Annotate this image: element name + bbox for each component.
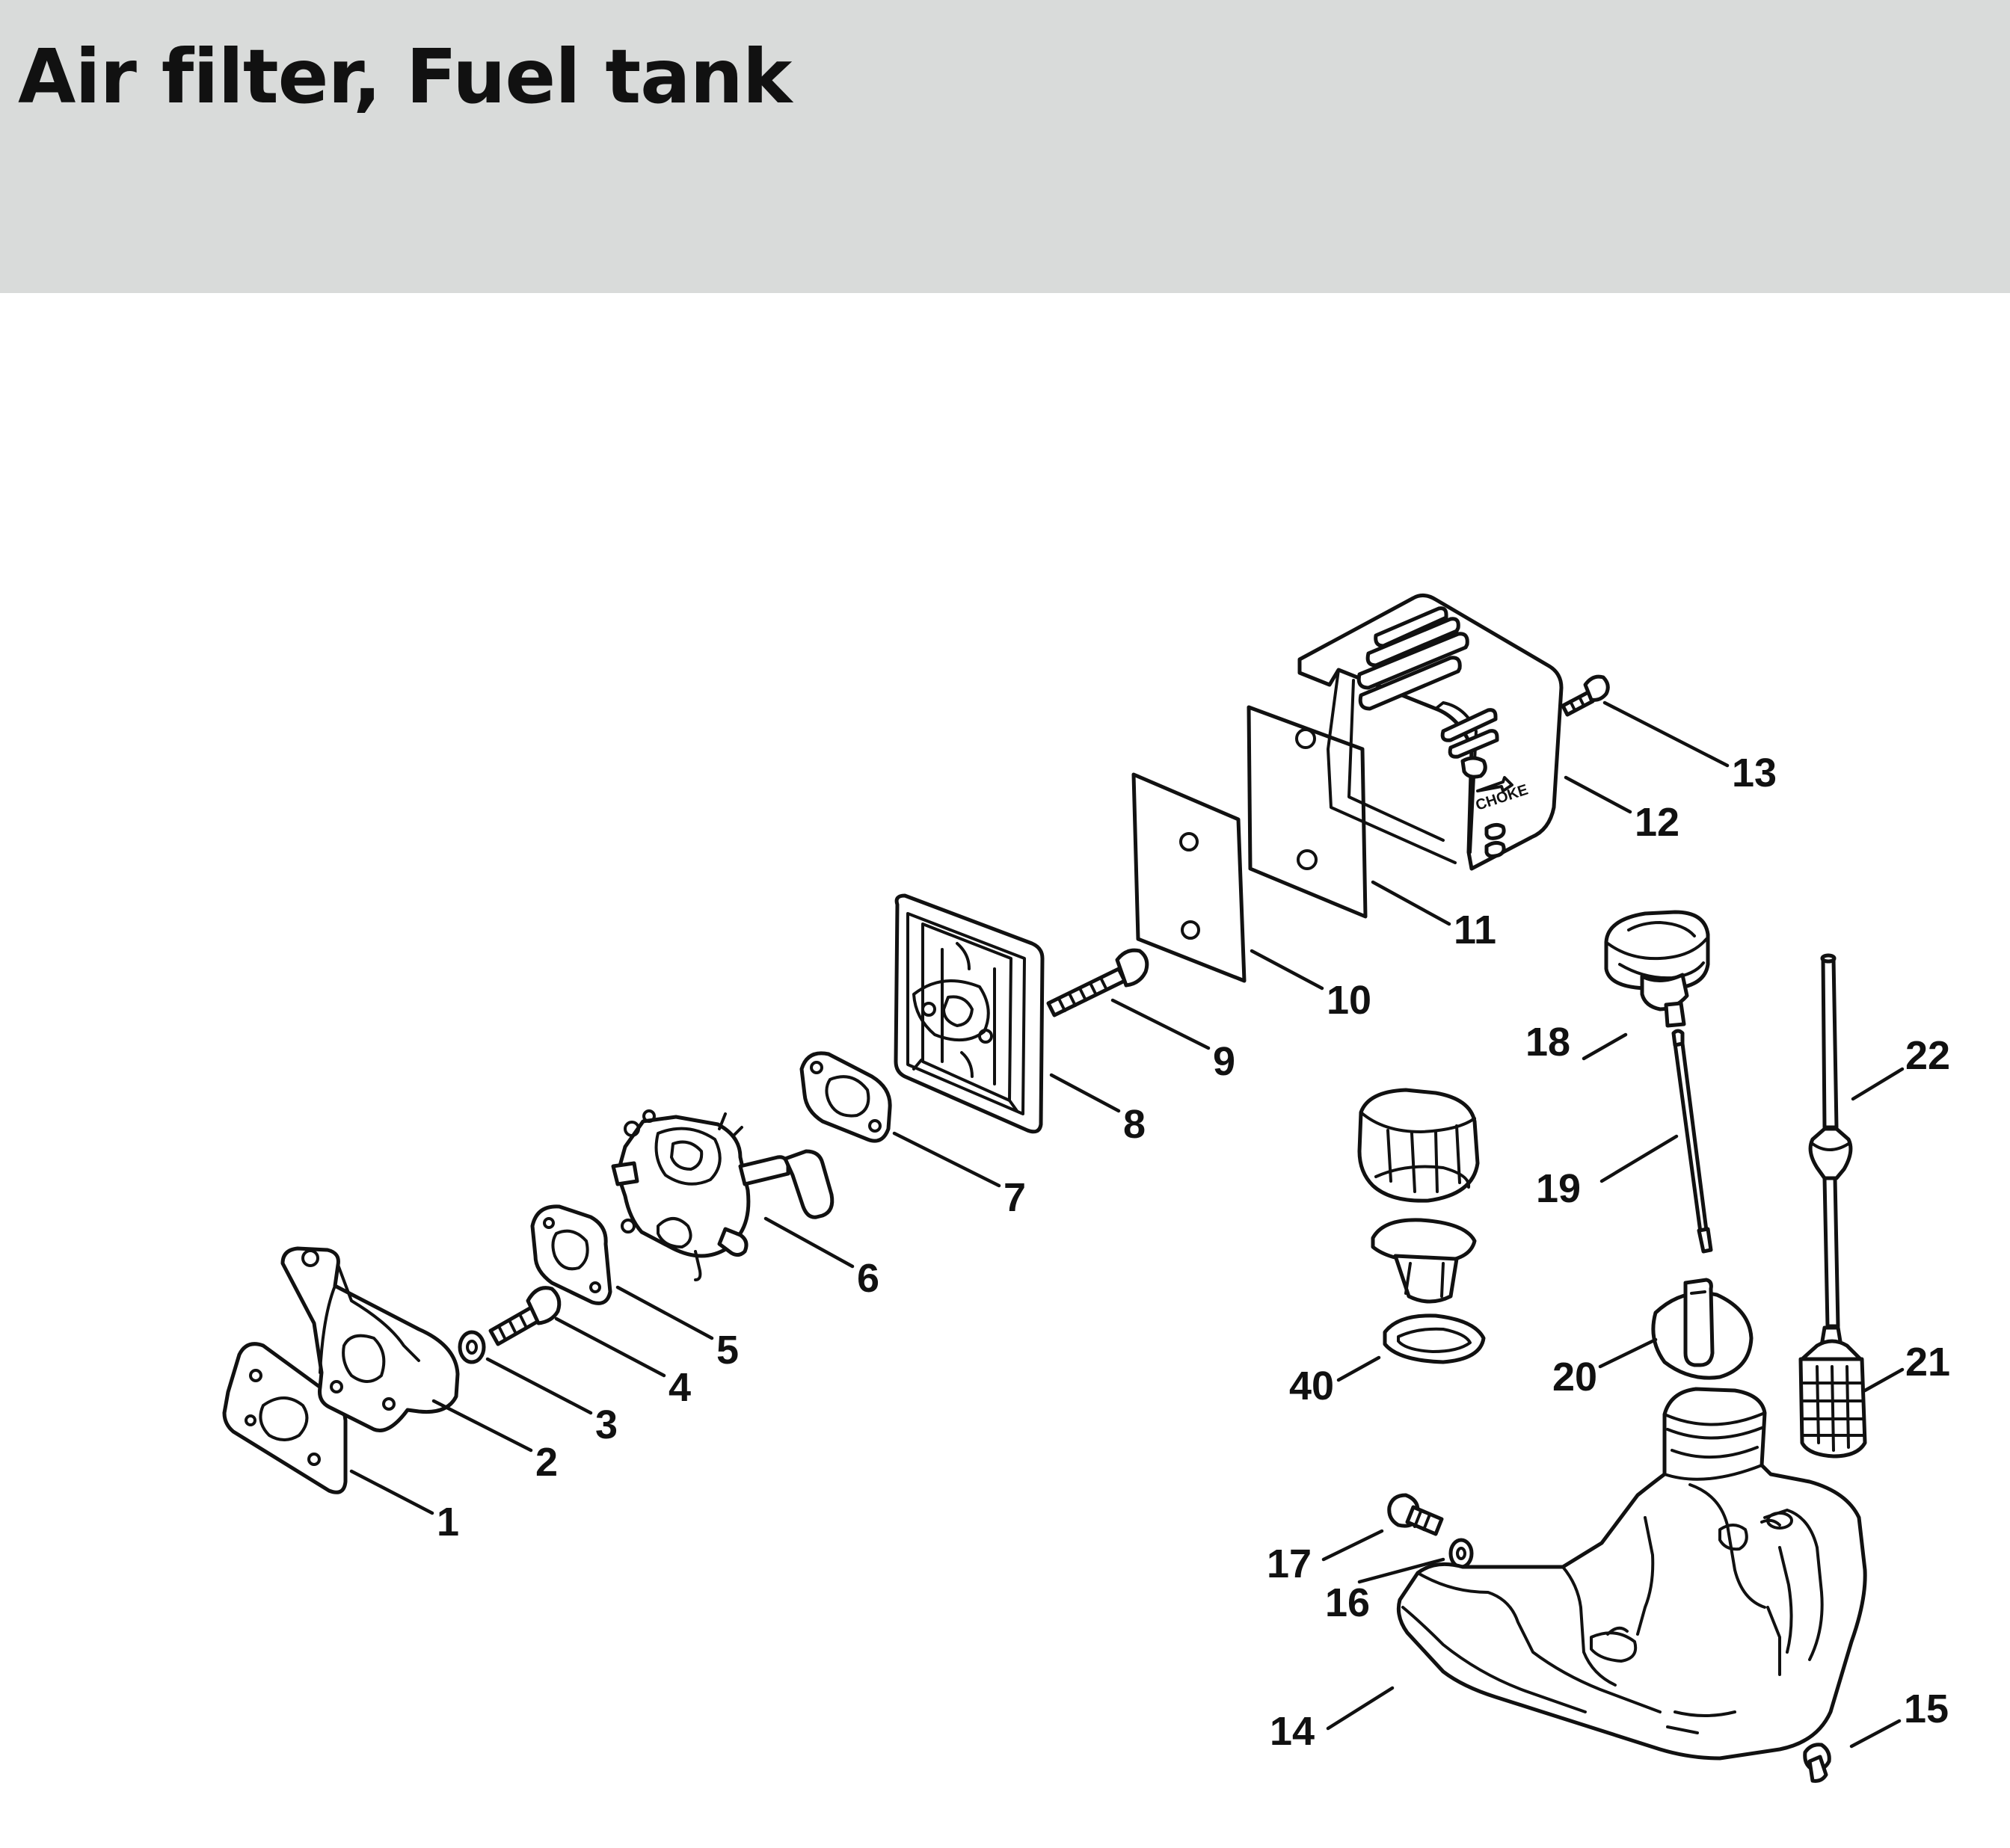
callout-13: 13	[1732, 751, 1777, 795]
callout-16: 16	[1325, 1580, 1370, 1625]
callout-17: 17	[1267, 1541, 1312, 1586]
callout-20: 20	[1552, 1355, 1597, 1399]
part-18-fuel-cap	[1604, 910, 1710, 1028]
part-8-filter-base	[894, 893, 1045, 1134]
callout-labels: 1 2 3 4 5 6 7 8 9 10 11 12 13 14 15 16 1…	[437, 751, 1950, 1754]
callout-14: 14	[1270, 1709, 1315, 1754]
part-10-filter-pad	[1131, 772, 1247, 983]
part-4-screw	[488, 1286, 562, 1346]
callout-3: 3	[595, 1402, 618, 1447]
part-1-gasket	[222, 1342, 348, 1494]
callout-40: 40	[1289, 1364, 1334, 1408]
part-6-carburetor	[611, 1109, 835, 1281]
callout-8: 8	[1123, 1102, 1146, 1147]
callout-22: 22	[1905, 1033, 1950, 1078]
callout-5: 5	[716, 1328, 739, 1373]
part-11-filter-pad	[1247, 705, 1368, 919]
callout-7: 7	[1004, 1175, 1026, 1220]
callout-18: 18	[1525, 1020, 1570, 1065]
part-5-gasket	[530, 1204, 612, 1305]
part-9-long-screw	[1046, 948, 1149, 1017]
part-22-suction-hose	[1808, 953, 1853, 1328]
callout-1: 1	[437, 1500, 459, 1544]
callout-12: 12	[1635, 800, 1679, 845]
callout-10: 10	[1327, 978, 1371, 1023]
leader-lines	[349, 700, 1905, 1749]
part-13-screw	[1561, 674, 1610, 717]
callout-15: 15	[1904, 1687, 1949, 1731]
callout-19: 19	[1536, 1166, 1581, 1211]
header-band: Air filter, Fuel tank	[0, 0, 2010, 293]
callout-4: 4	[669, 1365, 691, 1410]
callout-9: 9	[1213, 1039, 1235, 1084]
part-14-fuel-tank	[1396, 1387, 1867, 1761]
part-40-cap-assembly	[1357, 1088, 1486, 1364]
part-7-gasket	[799, 1051, 892, 1143]
part-17-bolt	[1387, 1493, 1444, 1536]
part-21-fuel-filter	[1798, 1325, 1867, 1459]
page-title: Air filter, Fuel tank	[18, 33, 792, 120]
callout-2: 2	[535, 1440, 558, 1485]
part-12-filter-cover: CHOKE	[1297, 594, 1564, 871]
callout-21: 21	[1905, 1340, 1950, 1385]
part-20-retainer-ring	[1651, 1278, 1754, 1380]
callout-11: 11	[1454, 908, 1496, 952]
part-2-flange	[280, 1246, 460, 1432]
part-3-washer	[458, 1330, 486, 1364]
part-19-fuel-line	[1671, 1029, 1713, 1254]
part-16-washer	[1448, 1538, 1474, 1569]
callout-6: 6	[857, 1256, 879, 1301]
part-15-plug	[1803, 1743, 1831, 1783]
